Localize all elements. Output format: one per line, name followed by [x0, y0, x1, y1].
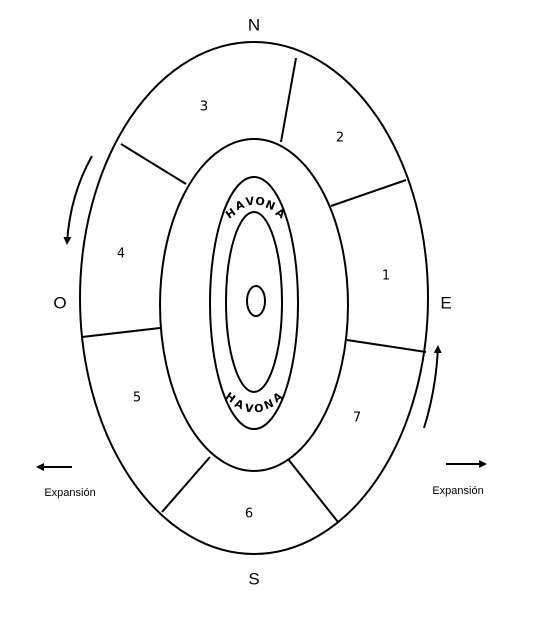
middle-ellipse [159, 138, 349, 472]
sector-4-label: 4 [117, 247, 125, 262]
outer-ellipse [79, 41, 429, 555]
rotation-arrow-east-icon [423, 345, 442, 429]
havona-letter: O [253, 401, 264, 415]
havona-outer-ring [209, 176, 299, 430]
expansion-label-left: Expansión [44, 487, 95, 499]
divider-4-5 [81, 327, 161, 338]
divider-1-7 [346, 339, 427, 353]
divider-2-3 [280, 57, 297, 143]
compass-south: S [248, 569, 259, 588]
expansion-label-right: Expansión [432, 485, 483, 497]
sector-6-label: 6 [245, 507, 253, 522]
divider-1-2 [330, 179, 407, 207]
havona-inner-ring [225, 211, 283, 393]
havona-letter: O [255, 194, 266, 208]
compass-west: O [53, 293, 66, 312]
rotation-arrow-west-icon [63, 155, 93, 245]
sector-7-label: 7 [353, 411, 361, 426]
divider-3-4 [120, 143, 187, 185]
paradise-core [246, 285, 266, 317]
havona-letter: V [244, 401, 255, 415]
havona-letter: V [245, 194, 256, 208]
compass-east: E [440, 293, 451, 312]
sector-2-label: 2 [336, 131, 344, 146]
havona-letter: N [262, 397, 275, 413]
divider-6-7 [287, 458, 339, 523]
sector-1-label: 1 [382, 269, 390, 284]
compass-north: N [248, 15, 260, 34]
sector-5-label: 5 [133, 391, 141, 406]
divider-5-6 [161, 456, 211, 513]
sector-3-label: 3 [200, 100, 208, 115]
havona-letter: N [263, 198, 276, 214]
